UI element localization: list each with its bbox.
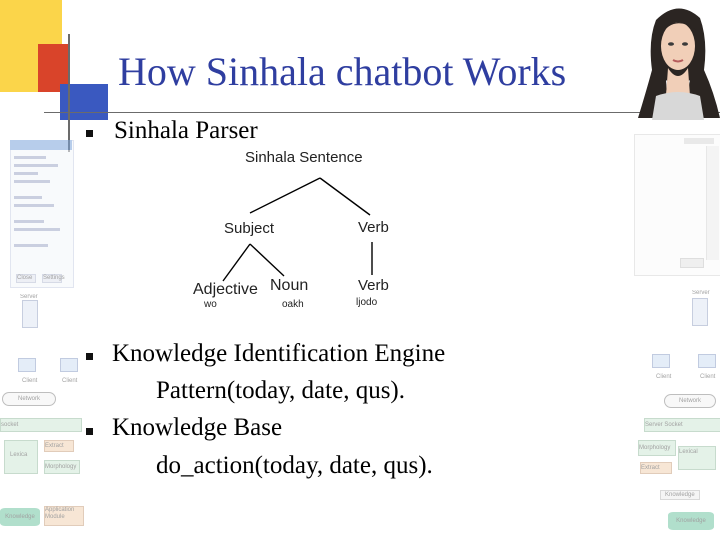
bullet-knowledge-identification-engine: Knowledge Identification Engine: [112, 340, 446, 367]
right-knowledge-box: Knowledge: [660, 490, 700, 500]
left-server-icon: [22, 300, 38, 328]
thumbnail-row: [14, 220, 44, 223]
tree-root-sinhala-sentence: Sinhala Sentence: [245, 149, 363, 166]
thumbnail-row: [14, 244, 48, 247]
right-window-controls: [684, 138, 714, 144]
bullet-marker: [86, 428, 93, 435]
decor-vertical-rule: [68, 34, 70, 152]
slide-title: How Sinhala chatbot Works: [118, 49, 567, 94]
decor-horizontal-rule: [44, 112, 720, 113]
bullet-marker: [86, 353, 93, 360]
right-client-icon: [698, 354, 716, 368]
thumbnail-row: [14, 228, 60, 231]
thumbnail-settings-button: Settings: [42, 274, 65, 283]
right-server-icon: [692, 298, 708, 326]
right-network-cloud: Network: [664, 394, 716, 408]
avatar-woman-illustration: [634, 0, 720, 120]
right-window-scrollbar: [706, 146, 719, 260]
right-client1-label: Client: [656, 374, 672, 380]
tree-word-noun: oakh: [282, 299, 304, 310]
right-socket-box: Server Socket: [644, 418, 720, 432]
right-server-label: Server: [692, 290, 710, 296]
left-application-module: Application Module: [44, 506, 84, 526]
right-window-frame: [634, 134, 720, 276]
left-thumbnail-window: Close Settings: [0, 0, 80, 300]
thumbnail-row: [14, 196, 42, 199]
right-morphology-box: Morphology: [638, 440, 676, 456]
left-client2-label: Client: [62, 378, 78, 384]
left-morphology-box: Morphology: [44, 460, 80, 474]
thumbnail-titlebar: [10, 140, 72, 150]
left-lexica-panel: [4, 440, 38, 474]
right-window-fragment: [634, 134, 720, 276]
bullet-knowledge-base: Knowledge Base: [112, 414, 283, 441]
left-client-icon: [18, 358, 36, 372]
tree-node-noun: Noun: [270, 277, 309, 294]
tree-node-subject: Subject: [224, 220, 275, 237]
tree-edge-subject-adjective: [222, 243, 251, 282]
left-server-label: Server: [20, 294, 38, 300]
thumbnail-row: [14, 204, 54, 207]
tree-node-verb-leaf: Verb: [358, 277, 389, 294]
tree-edge-root-verb: [319, 177, 371, 216]
bullet-sinhala-parser: Sinhala Parser: [114, 117, 258, 144]
left-knowledge-db: Knowledge: [0, 508, 40, 526]
thumbnail-row: [14, 156, 46, 159]
thumbnail-row: [14, 164, 58, 167]
tree-node-adjective: Adjective: [193, 281, 258, 298]
left-extract-box: Extract: [44, 440, 74, 452]
left-socket-box: socket: [0, 418, 82, 432]
bullet-do-action-subtext: do_action(today, date, qus).: [156, 452, 433, 479]
tree-node-verb: Verb: [358, 219, 389, 236]
left-network-diagram: Server Client Client Network socket Lexi…: [0, 0, 100, 540]
tree-word-verb: ljodo: [356, 297, 378, 308]
bullet-pattern-subtext: Pattern(today, date, qus).: [156, 377, 405, 404]
thumbnail-row: [14, 180, 50, 183]
right-knowledge-db: Knowledge: [668, 512, 714, 530]
right-client2-label: Client: [700, 374, 716, 380]
tree-edge-subject-noun: [249, 243, 285, 277]
right-extract-box: Extract: [640, 462, 672, 474]
right-lexical-box: Lexical: [678, 446, 716, 470]
thumbnail-row: [14, 172, 38, 175]
left-client-icon: [60, 358, 78, 372]
thumbnail-close-button: Close: [16, 274, 36, 283]
left-network-cloud: Network: [2, 392, 56, 406]
left-lexica-label: Lexica: [10, 452, 28, 458]
tree-edge-root-subject: [249, 177, 321, 214]
right-window-button: [680, 258, 704, 268]
bullet-marker: [86, 130, 93, 137]
right-client-icon: [652, 354, 670, 368]
left-client1-label: Client: [22, 378, 38, 384]
tree-word-adjective: wo: [204, 299, 217, 310]
